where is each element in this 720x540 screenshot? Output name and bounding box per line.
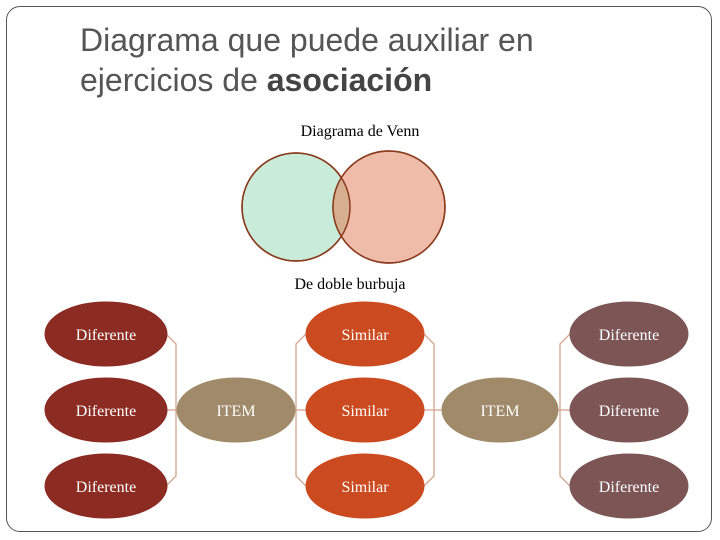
oval-left-2-label: Diferente [76,403,136,420]
oval-right-3-label: Diferente [599,479,659,496]
title-line-2-plain: ejercicios de [80,62,267,98]
oval-left-2 [44,377,168,443]
bubble-label: De doble burbuja [294,276,406,293]
oval-item-right-label: ITEM [480,403,519,420]
slide-title: Diagrama que puede auxiliar en ejercicio… [80,20,680,100]
oval-right-2-label: Diferente [599,403,659,420]
oval-item-left [176,377,296,443]
oval-center-1 [305,301,425,367]
oval-left-1 [44,301,168,367]
venn-diagram [241,150,446,264]
oval-item-left-label: ITEM [216,403,255,420]
oval-right-3 [569,453,689,519]
oval-left-1-label: Diferente [76,327,136,344]
oval-center-2-label: Similar [341,403,389,420]
slide-frame [6,6,712,532]
oval-right-1 [569,301,689,367]
oval-item-right [441,377,559,443]
venn-circle-left-outline [241,152,351,262]
item-right: ITEM [441,377,559,443]
oval-center-2 [305,377,425,443]
oval-left-3 [44,453,168,519]
title-line-2: ejercicios de asociación [80,60,680,100]
oval-left-3-label: Diferente [76,479,136,496]
bubble-connectors [165,333,571,487]
center-column: Similar Similar Similar [305,301,425,519]
venn-label: Diagrama de Venn [300,123,420,140]
oval-center-3 [305,453,425,519]
title-line-1: Diagrama que puede auxiliar en [80,22,534,58]
oval-right-2 [569,377,689,443]
left-column: Diferente Diferente Diferente [44,301,168,519]
item-left: ITEM [176,377,296,443]
title-line-2-bold: asociación [266,62,433,98]
oval-center-1-label: Similar [341,327,389,344]
oval-right-1-label: Diferente [599,327,659,344]
venn-circle-right-outline [332,150,446,264]
oval-center-3-label: Similar [341,479,389,496]
right-column: Diferente Diferente Diferente [569,301,689,519]
